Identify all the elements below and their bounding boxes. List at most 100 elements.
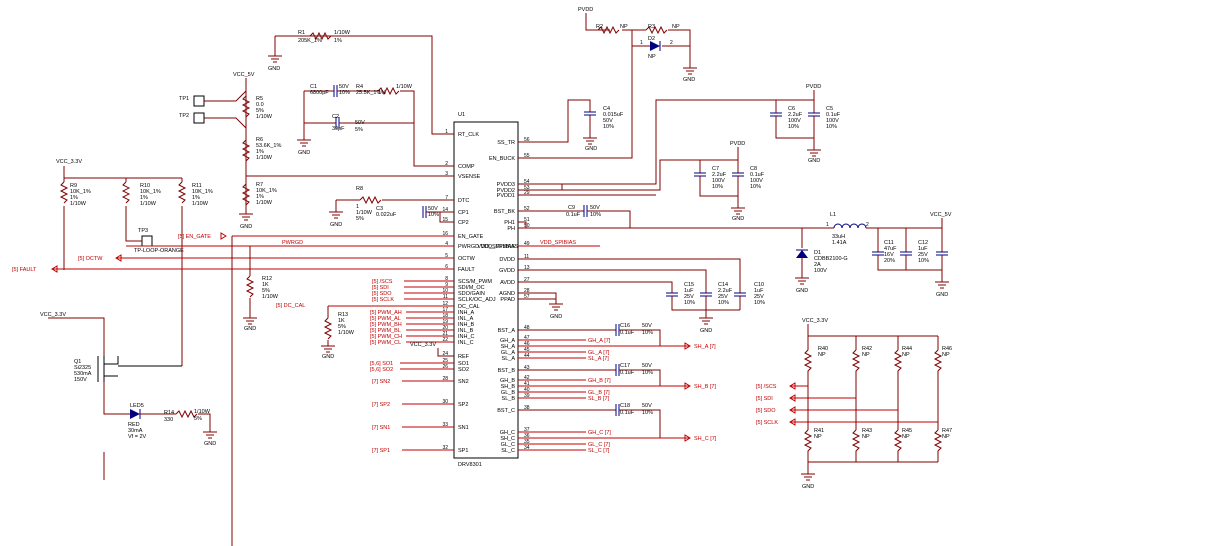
pin-number: 9 <box>445 282 448 288</box>
r14-power: 1/10W <box>194 409 211 415</box>
r10-tol: 1% <box>140 195 148 201</box>
d2-pin1: 1 <box>640 40 643 46</box>
pin-number: 5 <box>445 253 448 259</box>
r12-ref: R12 <box>262 276 272 282</box>
cap-c14 <box>700 292 712 297</box>
c10-value: 1uF <box>754 288 764 294</box>
q1-ref: Q1 <box>74 359 81 365</box>
d2-ref: D2 <box>648 36 655 42</box>
pin-name: VDD_SPI/BIAS <box>477 244 515 250</box>
net-sdo: [5] SDO <box>372 291 392 297</box>
ldo-caps: VDD_SPIBIAS GND C15 1uF 25V 10% C14 2.2u… <box>518 240 765 334</box>
net-sp1: [7] SP1 <box>372 448 390 454</box>
net-sl-c: SL_C [7] <box>588 448 610 454</box>
c4-volt: 50V <box>603 118 613 124</box>
c6-tol: 10% <box>788 124 799 130</box>
led5-ref: LED5 <box>130 403 144 409</box>
pin-number: 51 <box>524 217 530 223</box>
pin-name: SH_C <box>500 436 515 442</box>
r2-ref: R2 <box>596 24 603 30</box>
net-pwm-ah: [5] PWM_AH <box>370 310 402 316</box>
pin-number: 1 <box>445 129 448 135</box>
r1-tol: 1% <box>334 38 342 44</box>
control-nets: [5] EN_GATE PWRGD [5] OCTW [5] FAULT <box>12 232 454 546</box>
r14-value: 330 <box>164 417 173 423</box>
vcc5-label-right: VCC_5V <box>930 212 952 218</box>
led5-color: RED <box>128 422 140 428</box>
pullup-network: VCC_3.3V R9 10K_1% 1% 1/10W R10 10K_1% 1… <box>56 159 213 366</box>
pin-number: 15 <box>442 217 448 223</box>
r42-ref: R42 <box>862 346 872 352</box>
c3-value: 0.022uF <box>376 212 397 218</box>
pvdd-label-c5: PVDD <box>806 84 821 90</box>
pin-name: PH1 <box>504 220 515 226</box>
c14-ref: C14 <box>718 282 728 288</box>
c18-volt: 50V <box>642 403 652 409</box>
vcc33-label-array: VCC_3.3V <box>802 318 828 324</box>
c2-value: 39pF <box>332 126 345 132</box>
r6-ref: R6 <box>256 137 263 143</box>
net-pwm-cl: [5] PWM_CL <box>370 340 401 346</box>
c18-value: 0.1uF <box>620 410 635 416</box>
resistor-r41 <box>803 429 813 462</box>
c8-volt: 100V <box>750 178 763 184</box>
pin-name: CP2 <box>458 220 469 226</box>
net-gh-a: GH_A [7] <box>588 338 611 344</box>
resistor-r44 <box>893 349 903 410</box>
net-r-scs: [5] /SCS <box>756 384 777 390</box>
cap-c12 <box>936 251 948 256</box>
pin-number: 28 <box>442 376 448 382</box>
net-dc-cal: [5] DC_CAL <box>276 303 305 309</box>
pin-name: SL_C <box>501 448 515 454</box>
pin-number: 14 <box>442 207 448 213</box>
cap-c1 <box>333 85 338 97</box>
r1-value: 205K_1% <box>298 38 322 44</box>
r5-ref: R5 <box>256 96 263 102</box>
net-scs: [5] /SCS <box>372 279 393 285</box>
net-gl-c: GL_C [7] <box>588 442 610 448</box>
net-so2: [5,6] SO2 <box>370 367 393 373</box>
pin-name: SCS/M_PWM <box>458 279 492 285</box>
r47-ref: R47 <box>942 428 952 434</box>
pin-number: 52 <box>524 206 530 212</box>
net-sn1: [7] SN1 <box>372 425 390 431</box>
pin-number: 27 <box>524 277 530 283</box>
c7-value: 2.2uF <box>712 172 727 178</box>
gnd-label-array: GND <box>802 484 814 490</box>
pin-name: INL_A <box>458 316 474 322</box>
c11-value: 47uF <box>884 246 897 252</box>
pin-number: 49 <box>524 241 530 247</box>
r8-tol: 5% <box>356 216 364 222</box>
pin-name: RT_CLK <box>458 132 479 138</box>
gnd-label-agnd: GND <box>550 314 562 320</box>
net-gl-b: GL_B [7] <box>588 390 610 396</box>
pin-number: 41 <box>524 381 530 387</box>
pin-name: BST_C <box>497 408 515 414</box>
pin-number: 50 <box>524 223 530 229</box>
pin-number: 25 <box>442 358 448 364</box>
r11-tol: 1% <box>192 195 200 201</box>
c3-tol: 10% <box>428 212 439 218</box>
gnd-label-d1: GND <box>796 288 808 294</box>
c3-ref: C3 <box>376 206 383 212</box>
r13-tol: 5% <box>338 324 346 330</box>
pin-name: FAULT <box>458 267 475 273</box>
d2-pin2: 2 <box>670 40 673 46</box>
r6-power: 1/10W <box>256 155 273 161</box>
pin-name: INH_B <box>458 322 475 328</box>
resistor-r4 <box>377 86 400 96</box>
pin-name: GH_A <box>500 338 515 344</box>
led5-current: 30mA <box>128 428 143 434</box>
pin-name: SO2 <box>458 367 469 373</box>
resistor-r11 <box>177 181 187 204</box>
pin-number: 8 <box>445 276 448 282</box>
diode-d1 <box>796 250 808 258</box>
